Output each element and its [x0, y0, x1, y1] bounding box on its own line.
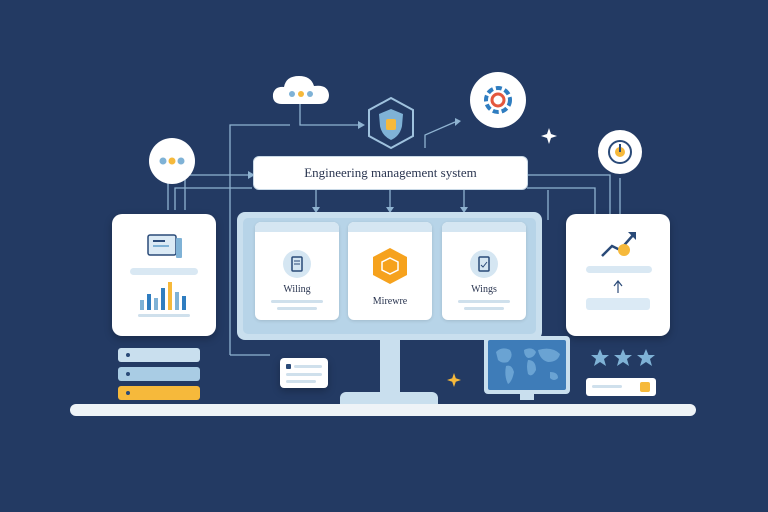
hexagon-icon [370, 246, 410, 286]
rating-stars[interactable] [590, 348, 656, 368]
analytics-card[interactable] [112, 214, 216, 336]
module-label: Wiling [283, 284, 311, 295]
header-title-bar[interactable]: Engineering management system [253, 156, 528, 190]
map-monitor-neck [520, 394, 534, 400]
map-monitor [484, 336, 570, 394]
cloud-icon [270, 72, 332, 106]
clock-icon[interactable] [598, 130, 642, 174]
monitor-neck [380, 340, 400, 394]
divider [286, 380, 316, 383]
divider [294, 365, 322, 368]
server-stack-icon [118, 348, 200, 400]
lock-icon [640, 382, 650, 392]
page-title: Engineering management system [304, 165, 477, 180]
bar-chart-icon [140, 282, 186, 310]
module-tile-3[interactable]: Wings [442, 222, 526, 320]
sparkle-icon [447, 373, 461, 387]
document-icon [283, 250, 311, 278]
monitor-stand [340, 392, 438, 404]
gear-icon[interactable] [470, 72, 526, 128]
floor-shelf [70, 404, 696, 416]
divider [271, 300, 323, 303]
divider [458, 300, 510, 303]
trend-up-icon [601, 232, 636, 257]
divider [592, 385, 622, 388]
arrow-up-icon [613, 280, 623, 293]
divider [464, 307, 504, 310]
module-label: Mirewre [372, 296, 408, 307]
star-icon [591, 349, 609, 366]
sparkle-icon [541, 128, 557, 144]
divider [277, 307, 317, 310]
divider [286, 373, 322, 376]
clipboard-icon [470, 250, 498, 278]
module-label: Wings [471, 284, 497, 295]
progress-bar [130, 268, 198, 275]
world-map-icon [488, 340, 566, 390]
trend-card[interactable] [566, 214, 670, 336]
star-icon [637, 349, 655, 366]
module-tile-2[interactable]: Mirewre [348, 222, 432, 320]
note-card[interactable] [280, 358, 328, 388]
star-icon [614, 349, 632, 366]
shield-icon [366, 96, 416, 150]
input-field[interactable] [586, 298, 650, 310]
module-tile-1[interactable]: Wiling [255, 222, 339, 320]
divider [138, 314, 190, 317]
chat-bubble-icon[interactable] [149, 138, 195, 184]
lock-device[interactable] [586, 378, 656, 396]
dashboard-icon [147, 234, 182, 258]
bullet-icon [286, 364, 291, 369]
progress-bar [586, 266, 652, 273]
